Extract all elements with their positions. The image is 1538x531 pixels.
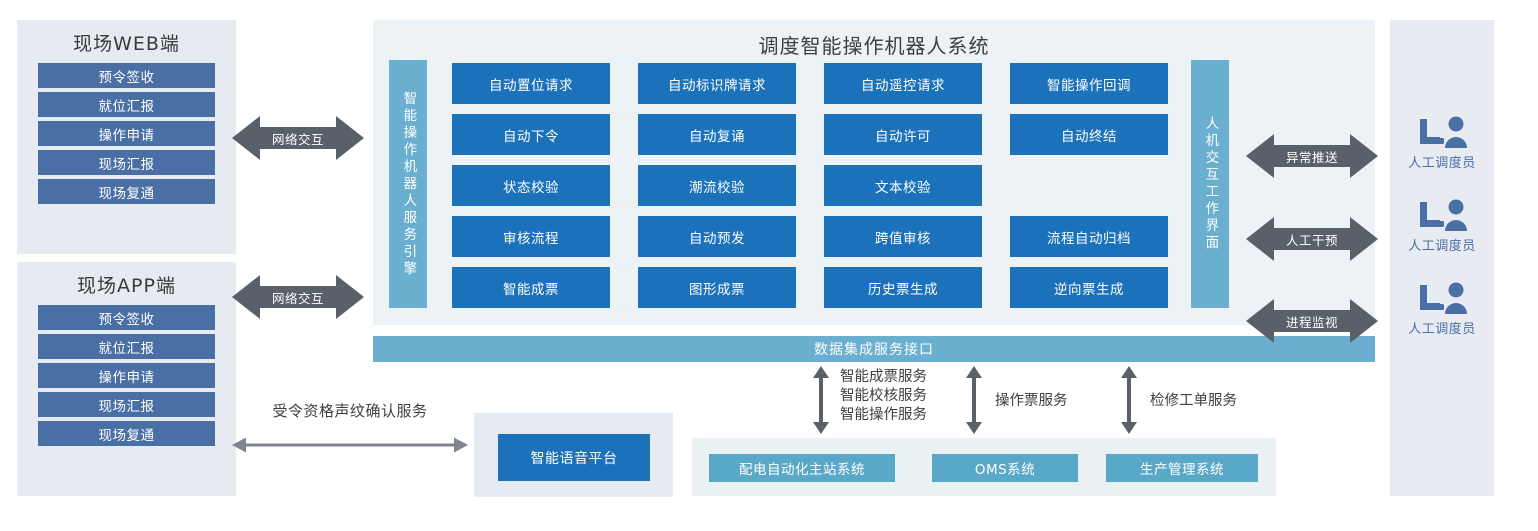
dispatcher-panel: 人工调度员 人工调度员 人工调度员 xyxy=(1390,20,1494,496)
fn-box-r1c1[interactable]: 自动复诵 xyxy=(638,114,796,155)
fn-box-r0c1[interactable]: 自动标识牌请求 xyxy=(638,63,796,104)
voice-service-arrow-label: 受令资格声纹确认服务 xyxy=(272,402,428,420)
client-panel-app: 现场APP端 预令签收 就位汇报 操作申请 现场汇报 现场复通 xyxy=(17,262,236,496)
dispatcher-label-0: 人工调度员 xyxy=(1408,156,1476,171)
client-panel-web: 现场WEB端 预令签收 就位汇报 操作申请 现场汇报 现场复通 xyxy=(17,20,236,254)
voice-service-arrow: 受令资格声纹确认服务 xyxy=(232,400,468,460)
service-arrow-1 xyxy=(963,366,985,434)
double-arrow-icon xyxy=(1246,299,1378,343)
client-item-web-1[interactable]: 就位汇报 xyxy=(38,92,215,117)
service-label-0-line-2: 智能操作服务 xyxy=(840,407,927,424)
fn-box-r0c3[interactable]: 智能操作回调 xyxy=(1010,63,1168,104)
double-arrow-icon xyxy=(1246,134,1378,178)
system-box-2[interactable]: 生产管理系统 xyxy=(1106,454,1258,482)
fn-box-r4c0[interactable]: 智能成票 xyxy=(452,267,610,308)
fn-box-r4c1[interactable]: 图形成票 xyxy=(638,267,796,308)
client-item-app-2[interactable]: 操作申请 xyxy=(38,363,215,388)
fn-box-r0c2[interactable]: 自动遥控请求 xyxy=(824,63,982,104)
service-label-2: 检修工单服务 xyxy=(1150,393,1237,409)
network-arrow-web: 网络交互 xyxy=(232,112,364,164)
fn-box-r1c0[interactable]: 自动下令 xyxy=(452,114,610,155)
voice-platform-panel: 智能语音平台 xyxy=(474,413,673,497)
client-item-web-3[interactable]: 现场汇报 xyxy=(38,150,215,175)
fn-box-r1c2[interactable]: 自动许可 xyxy=(824,114,982,155)
thin-double-arrow-icon xyxy=(232,437,468,453)
vertical-double-arrow-icon xyxy=(813,366,829,434)
dispatcher-label-2: 人工调度员 xyxy=(1408,322,1476,337)
client-title-app: 现场APP端 xyxy=(77,275,176,297)
dispatcher-entry-2: 人工调度员 xyxy=(1390,281,1494,337)
double-arrow-icon xyxy=(1246,217,1378,261)
service-label-0: 智能成票服务 智能校核服务 智能操作服务 xyxy=(840,368,927,425)
dispatcher-arrow-1: 人工干预 xyxy=(1246,213,1378,265)
dispatcher-entry-0: 人工调度员 xyxy=(1390,115,1494,171)
fn-box-r1c3[interactable]: 自动终结 xyxy=(1010,114,1168,155)
service-label-0-line-1: 智能校核服务 xyxy=(840,388,927,405)
client-item-web-0[interactable]: 预令签收 xyxy=(38,63,215,88)
dispatcher-arrow-2: 进程监视 xyxy=(1246,295,1378,347)
page-title: 调度智能操作机器人系统 xyxy=(758,34,990,58)
system-box-0[interactable]: 配电自动化主站系统 xyxy=(709,454,895,482)
fn-box-r2c2[interactable]: 文本校验 xyxy=(824,165,982,206)
fn-box-r3c1[interactable]: 自动预发 xyxy=(638,216,796,257)
service-label-1: 操作票服务 xyxy=(995,393,1068,409)
vertical-double-arrow-icon xyxy=(1121,366,1137,434)
client-item-web-2[interactable]: 操作申请 xyxy=(38,121,215,146)
vertical-double-arrow-icon xyxy=(966,366,982,434)
client-title-web: 现场WEB端 xyxy=(73,33,180,55)
service-arrow-0 xyxy=(810,366,832,434)
client-item-app-4[interactable]: 现场复通 xyxy=(38,421,215,446)
service-label-0-line-0: 智能成票服务 xyxy=(840,369,927,385)
voice-platform-box[interactable]: 智能语音平台 xyxy=(498,434,650,481)
fn-box-r0c0[interactable]: 自动置位请求 xyxy=(452,63,610,104)
fn-box-r3c3[interactable]: 流程自动归档 xyxy=(1010,216,1168,257)
client-item-web-4[interactable]: 现场复通 xyxy=(38,179,215,204)
network-arrow-app: 网络交互 xyxy=(232,271,364,323)
service-engine-bar: 智能操作机器人服务引擎 xyxy=(389,60,427,308)
double-arrow-icon xyxy=(232,275,364,319)
client-item-app-3[interactable]: 现场汇报 xyxy=(38,392,215,417)
fn-box-r3c0[interactable]: 审核流程 xyxy=(452,216,610,257)
dispatcher-label-1: 人工调度员 xyxy=(1408,239,1476,254)
operator-at-console-icon xyxy=(1420,282,1467,314)
center-panel: 调度智能操作机器人系统 智能操作机器人服务引擎 人机交互工作界面 自动置位请求 … xyxy=(373,20,1375,325)
hmi-interface-bar: 人机交互工作界面 xyxy=(1191,60,1229,308)
operator-at-console-icon xyxy=(1420,116,1467,148)
fn-box-r2c1[interactable]: 潮流校验 xyxy=(638,165,796,206)
dispatcher-entry-1: 人工调度员 xyxy=(1390,198,1494,254)
system-box-1[interactable]: OMS系统 xyxy=(932,454,1078,482)
fn-box-r4c3[interactable]: 逆向票生成 xyxy=(1010,267,1168,308)
fn-box-r3c2[interactable]: 跨值审核 xyxy=(824,216,982,257)
fn-box-r2c0[interactable]: 状态校验 xyxy=(452,165,610,206)
double-arrow-icon xyxy=(232,116,364,160)
dispatcher-arrow-0: 异常推送 xyxy=(1246,130,1378,182)
client-item-app-1[interactable]: 就位汇报 xyxy=(38,334,215,359)
service-arrow-2 xyxy=(1118,366,1140,434)
client-item-app-0[interactable]: 预令签收 xyxy=(38,305,215,330)
operator-at-console-icon xyxy=(1420,199,1467,231)
fn-box-r4c2[interactable]: 历史票生成 xyxy=(824,267,982,308)
external-systems-panel: 配电自动化主站系统 OMS系统 生产管理系统 xyxy=(692,438,1276,496)
data-integration-bar: 数据集成服务接口 xyxy=(373,336,1375,362)
